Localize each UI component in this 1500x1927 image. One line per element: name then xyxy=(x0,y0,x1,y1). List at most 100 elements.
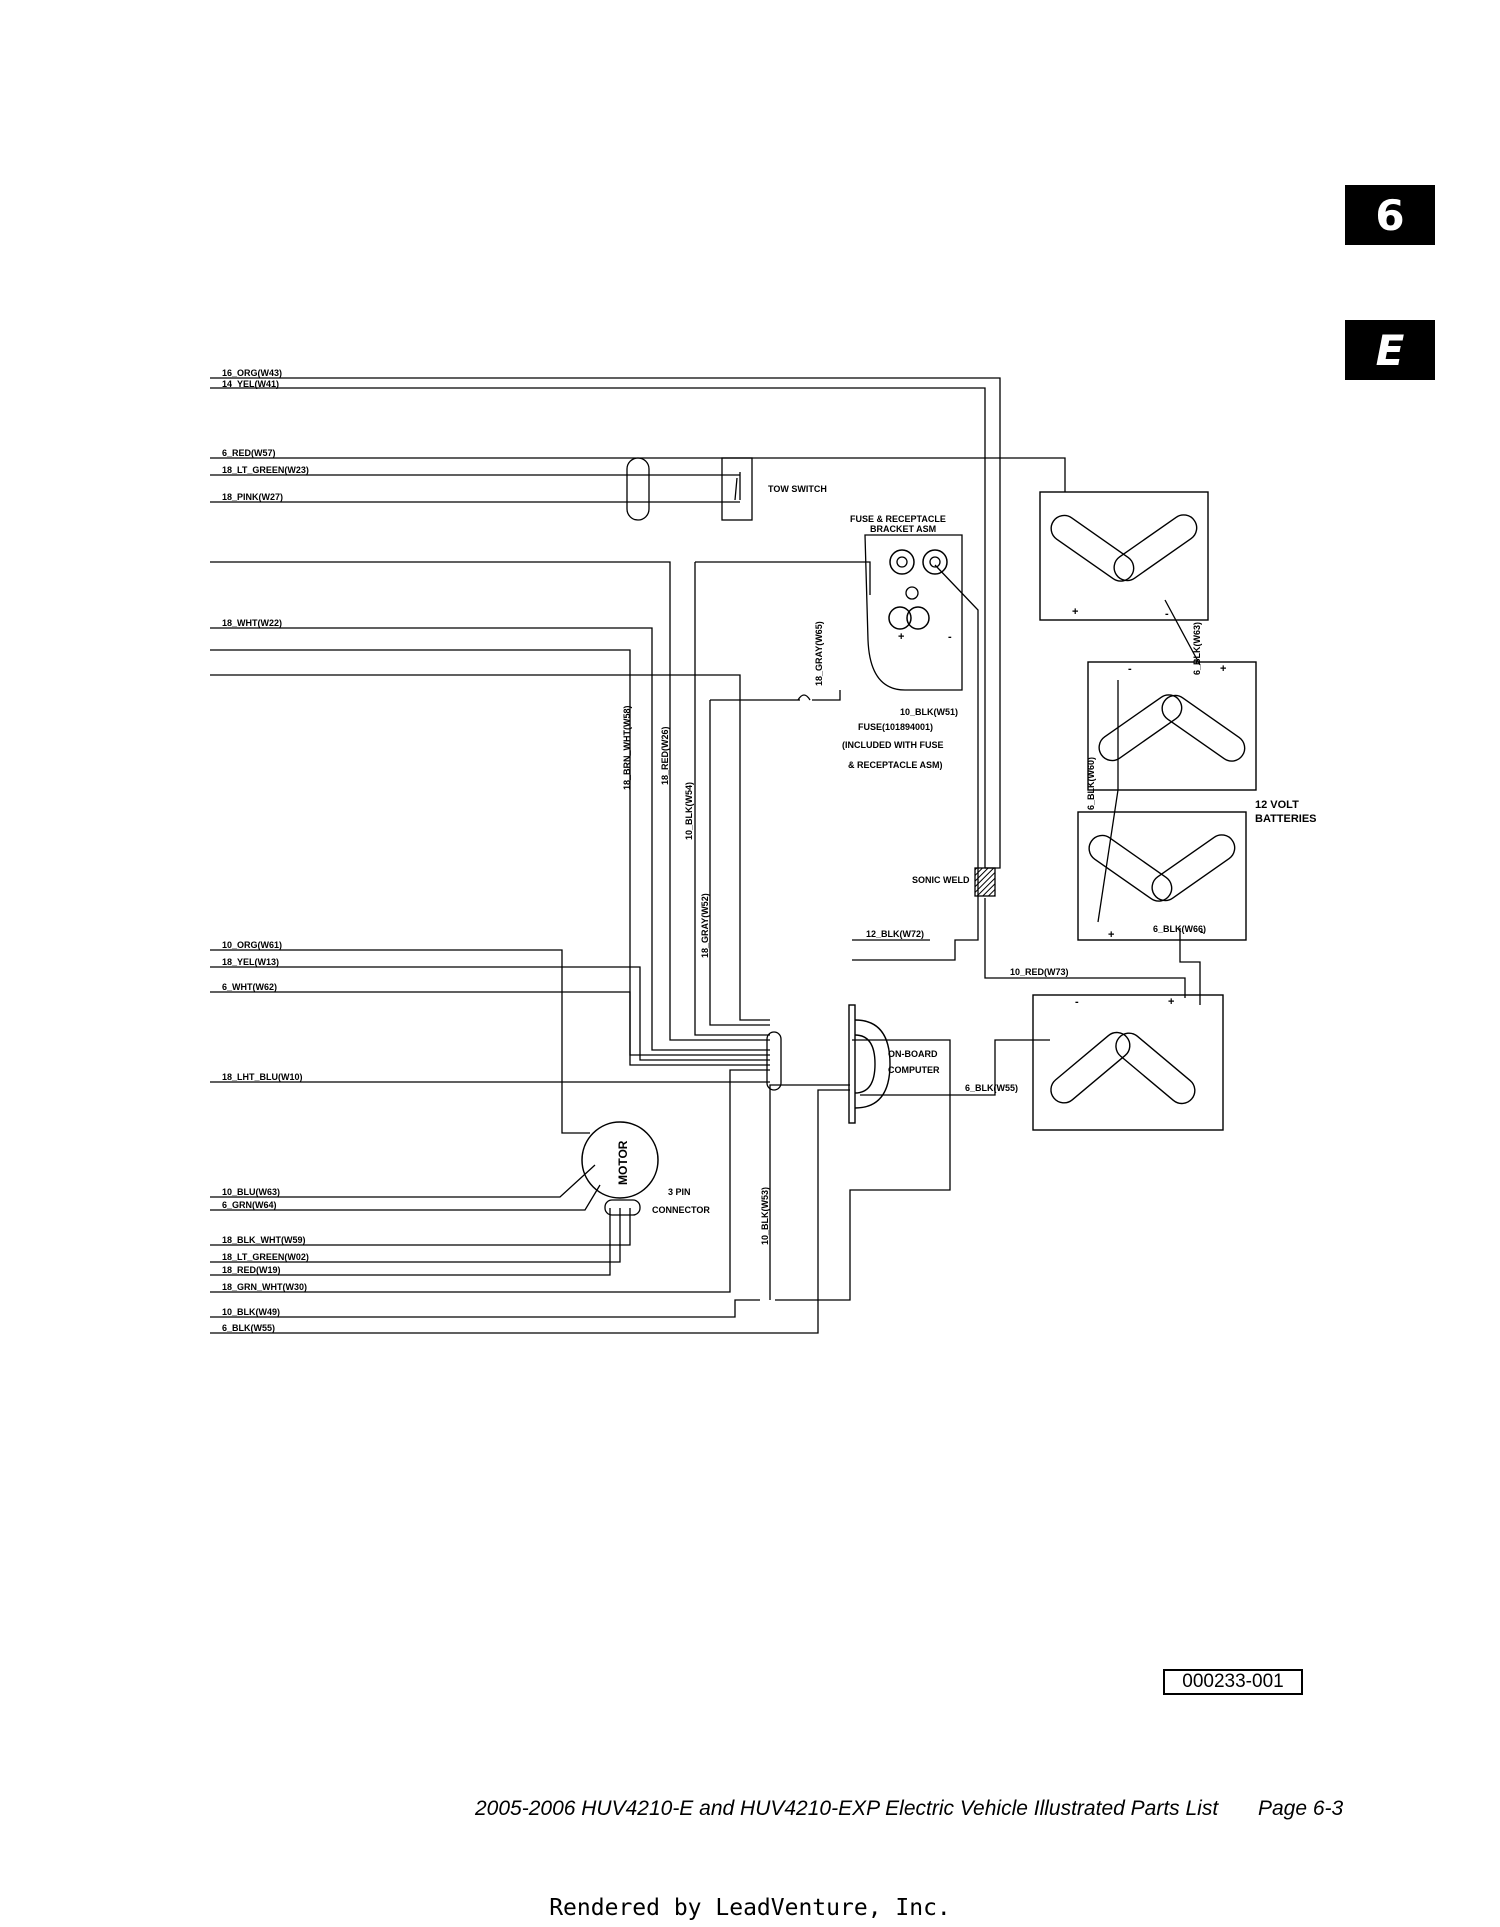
label-w72: 12_BLK(W72) xyxy=(866,929,924,939)
label-w43: 16_ORG(W43) xyxy=(222,368,282,378)
wire-w43 xyxy=(210,377,1001,869)
motor-label: MOTOR xyxy=(616,1140,630,1185)
computer-connector xyxy=(766,1031,782,1091)
battery-2-minus: - xyxy=(1128,663,1132,675)
battery-3-plus: + xyxy=(1108,929,1114,941)
label-w64: 6_GRN(W64) xyxy=(222,1200,277,1210)
wire-w30 xyxy=(210,1069,770,1293)
label-w49: 10_BLK(W49) xyxy=(222,1307,280,1317)
tow-switch-label: TOW SWITCH xyxy=(768,484,827,494)
wire-w55-mid xyxy=(860,1039,1050,1096)
fuse-label-2: (INCLUDED WITH FUSE xyxy=(842,740,944,750)
label-w53: 10_BLK(W53) xyxy=(760,1187,770,1245)
wire-w02 xyxy=(210,1208,621,1263)
tow-switch-box xyxy=(721,457,753,521)
fuse-terminal-2 xyxy=(922,549,948,575)
label-w19: 18_RED(W19) xyxy=(222,1265,281,1275)
wire-w59 xyxy=(210,1208,631,1246)
label-w41: 14_YEL(W41) xyxy=(222,379,279,389)
battery-4-plus: + xyxy=(1168,996,1174,1008)
sonic-weld-block xyxy=(974,867,996,897)
wire-c xyxy=(695,561,871,595)
label-w22: 18_WHT(W22) xyxy=(222,618,282,628)
label-w26: 18_RED(W26) xyxy=(660,726,670,785)
label-w65: 18_GRAY(W65) xyxy=(814,621,824,686)
fuse-bracket-label-2: BRACKET ASM xyxy=(870,524,936,534)
wire-w64 xyxy=(210,1184,601,1211)
battery-4-minus: - xyxy=(1075,996,1079,1008)
fuse-label-1: FUSE(101894001) xyxy=(858,722,933,732)
wire-to-batt xyxy=(775,1039,951,1301)
motor-circle xyxy=(581,1121,659,1199)
3-pin-connector xyxy=(604,1199,641,1216)
fuse-label-3: & RECEPTACLE ASM) xyxy=(848,760,943,770)
label-w51: 10_BLK(W51) xyxy=(900,707,958,717)
battery-3-minus: - xyxy=(1200,926,1204,938)
wire-batt-1-2 xyxy=(1164,599,1201,666)
part-number-box: 000233-001 xyxy=(1163,1669,1303,1695)
label-w63-batt: 6_BLK(W63) xyxy=(1192,622,1202,675)
wire-w73 xyxy=(984,898,1186,998)
label-w02: 18_LT_GREEN(W02) xyxy=(222,1252,309,1262)
label-w59: 18_BLK_WHT(W59) xyxy=(222,1235,306,1245)
letter-tab-label: E xyxy=(1375,325,1405,375)
wire-fuse-out xyxy=(812,690,841,701)
label-w60: 6_BLK(W60) xyxy=(1086,757,1096,810)
receptacle-2 xyxy=(906,606,930,630)
battery-4 xyxy=(1032,994,1224,1131)
wire-w51 xyxy=(852,564,979,961)
footer-page-number: Page 6-3 xyxy=(1258,1797,1344,1820)
wire-w57 xyxy=(210,457,1066,492)
component-labels: TOW SWITCH FUSE & RECEPTACLE BRACKET ASM… xyxy=(616,484,1317,1215)
wire-w54 xyxy=(694,562,770,1036)
wire-w60 xyxy=(1097,680,1119,923)
tow-switch-lever xyxy=(734,477,738,501)
label-w23: 18_LT_GREEN(W23) xyxy=(222,465,309,475)
wire-w49 xyxy=(210,1299,760,1318)
receptacle-plus: + xyxy=(898,631,904,643)
connector-label-2: CONNECTOR xyxy=(652,1205,710,1215)
wire-w61 xyxy=(210,949,590,1134)
receptacle-1 xyxy=(888,606,912,630)
wire-w41 xyxy=(210,387,986,868)
fuse-terminal-1 xyxy=(889,549,915,575)
label-w54: 10_BLK(W54) xyxy=(684,782,694,840)
wires xyxy=(210,377,1201,1334)
label-w66: 6_BLK(W66) xyxy=(1153,924,1206,934)
on-board-computer xyxy=(848,1004,891,1124)
label-w63: 10_BLU(W63) xyxy=(222,1187,280,1197)
footer-title: 2005-2006 HUV4210-E and HUV4210-EXP Elec… xyxy=(475,1797,1219,1820)
wire-labels: 16_ORG(W43) 14_YEL(W41) 6_RED(W57) 18_LT… xyxy=(222,368,1206,1333)
label-w55-bottom: 6_BLK(W55) xyxy=(222,1323,275,1333)
wire-w53 xyxy=(769,1084,850,1300)
wire-b xyxy=(210,674,770,1021)
fuse-bracket-label-1: FUSE & RECEPTACLE xyxy=(850,514,946,524)
batteries-label-1: 12 VOLT xyxy=(1255,799,1299,811)
wire-w63 xyxy=(210,1164,596,1198)
label-w73: 10_RED(W73) xyxy=(1010,967,1069,977)
wire-w22 xyxy=(210,627,770,1051)
fuse-symbol xyxy=(797,694,811,701)
wire-w66 xyxy=(1179,928,1201,1005)
label-w27: 18_PINK(W27) xyxy=(222,492,283,502)
label-w57: 6_RED(W57) xyxy=(222,448,276,458)
battery-1-plus: + xyxy=(1072,606,1078,618)
section-tab-label: 6 xyxy=(1375,190,1405,240)
computer-label-1: ON-BOARD xyxy=(888,1049,938,1059)
battery-3 xyxy=(1077,811,1247,941)
section-tab-6: 6 xyxy=(1345,185,1435,245)
battery-2 xyxy=(1087,661,1257,791)
receptacle-minus: - xyxy=(948,631,952,643)
section-tab-e: E xyxy=(1345,320,1435,380)
batteries-label-2: BATTERIES xyxy=(1255,813,1317,825)
battery-1 xyxy=(1039,491,1209,621)
wire-w19 xyxy=(210,1208,611,1276)
wire-w62 xyxy=(210,991,770,1066)
label-w55-mid: 6_BLK(W55) xyxy=(965,1083,1018,1093)
wire-w52-gray xyxy=(709,699,790,1026)
battery-1-minus: - xyxy=(1165,608,1169,620)
label-w30: 18_GRN_WHT(W30) xyxy=(222,1282,307,1292)
part-number: 000233-001 xyxy=(1182,1671,1284,1692)
label-w13: 18_YEL(W13) xyxy=(222,957,279,967)
